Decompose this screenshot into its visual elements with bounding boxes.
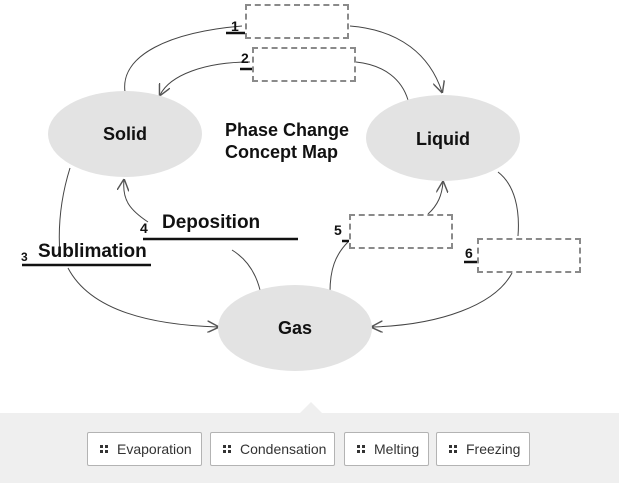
concept-map-diagram: Solid Liquid Gas Phase Change Concept Ma… bbox=[21, 18, 520, 371]
blank-4-answer: Deposition bbox=[162, 212, 260, 233]
connector-5-top bbox=[427, 182, 443, 215]
drop-zone-6[interactable] bbox=[477, 238, 581, 273]
node-liquid bbox=[366, 95, 520, 181]
map-title-line2: Concept Map bbox=[225, 142, 338, 162]
node-liquid-label: Liquid bbox=[416, 129, 470, 149]
connector-6-bottom bbox=[372, 272, 513, 327]
connector-5-bottom bbox=[329, 241, 349, 293]
blank-3-number: 3 bbox=[21, 250, 28, 264]
connector-2-left bbox=[160, 61, 251, 95]
node-gas bbox=[218, 285, 372, 371]
blank-2-number: 2 bbox=[241, 50, 249, 66]
drag-handle-icon bbox=[223, 445, 231, 453]
connector-4-top bbox=[124, 180, 149, 223]
connector-3-top bbox=[58, 167, 71, 256]
answer-chip-melting[interactable]: Melting bbox=[344, 432, 429, 466]
answer-chip-condensation[interactable]: Condensation bbox=[210, 432, 335, 466]
answer-chip-label: Evaporation bbox=[117, 441, 192, 457]
drop-zone-2[interactable] bbox=[252, 47, 356, 82]
connector-2-right bbox=[355, 61, 409, 101]
answer-chip-evaporation[interactable]: Evaporation bbox=[87, 432, 202, 466]
blank-1-number: 1 bbox=[231, 18, 239, 34]
drop-zone-1[interactable] bbox=[245, 4, 349, 39]
connector-6-top bbox=[497, 171, 519, 237]
connector-1-right bbox=[349, 25, 442, 92]
connector-3-bottom bbox=[67, 267, 218, 327]
blank-3-answer: Sublimation bbox=[38, 241, 147, 262]
blank-6-number: 6 bbox=[465, 245, 473, 261]
drag-handle-icon bbox=[449, 445, 457, 453]
answer-chip-label: Freezing bbox=[466, 441, 521, 457]
blank-4-number: 4 bbox=[140, 220, 148, 236]
tray-pointer bbox=[300, 402, 322, 413]
connector-4-bottom bbox=[231, 249, 261, 291]
drag-handle-icon bbox=[357, 445, 365, 453]
node-gas-label: Gas bbox=[278, 318, 312, 338]
answer-chip-freezing[interactable]: Freezing bbox=[436, 432, 530, 466]
drop-zone-5[interactable] bbox=[349, 214, 453, 249]
node-solid bbox=[48, 91, 202, 177]
node-solid-label: Solid bbox=[103, 124, 147, 144]
connector-1-left bbox=[124, 25, 243, 93]
map-title-line1: Phase Change bbox=[225, 120, 349, 140]
blank-5-number: 5 bbox=[334, 222, 342, 238]
drag-handle-icon bbox=[100, 445, 108, 453]
answer-chip-label: Condensation bbox=[240, 441, 327, 457]
answer-chip-label: Melting bbox=[374, 441, 420, 457]
